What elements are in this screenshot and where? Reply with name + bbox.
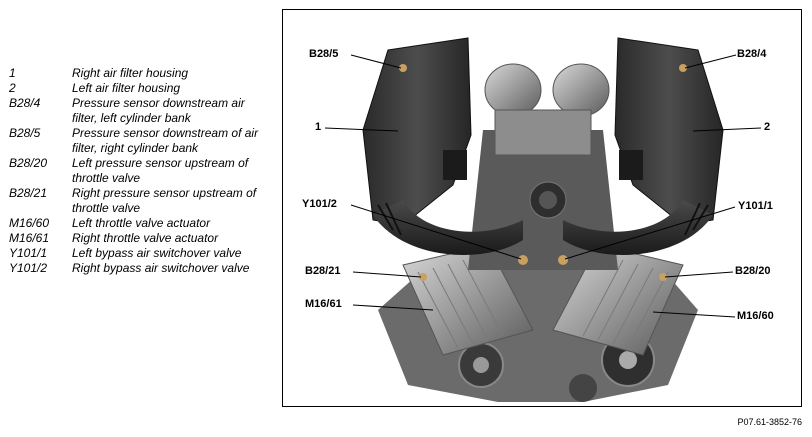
turbocharger-left	[552, 63, 610, 117]
legend-code: Y101/1	[9, 246, 48, 260]
legend-row: B28/4 Pressure sensor downstream air fil…	[9, 96, 271, 126]
legend-row: M16/60 Left throttle valve actuator	[9, 216, 271, 231]
legend-description: Left bypass air switchover valve	[72, 246, 242, 260]
legend-code: B28/21	[9, 186, 48, 200]
intake-duct-right	[373, 200, 523, 255]
leader-lines	[324, 54, 762, 318]
callout-y101-2: Y101/2	[302, 198, 337, 210]
turbocharger-right	[484, 63, 542, 117]
legend-code: B28/5	[9, 126, 41, 140]
legend-code: B28/4	[9, 96, 41, 110]
pulley	[569, 374, 597, 402]
air-filter-housing-left	[614, 37, 724, 226]
legend: 1 Right air filter housing 2 Left air fi…	[9, 66, 271, 276]
callout-b28-4: B28/4	[737, 48, 767, 60]
legend-description: Left air filter housing	[72, 81, 181, 95]
valve-y101-1	[558, 255, 568, 265]
legend-description: Pressure sensor downstream air filter, l…	[72, 96, 245, 125]
legend-row: B28/5 Pressure sensor downstream of air …	[9, 126, 271, 156]
legend-row: 1 Right air filter housing	[9, 66, 271, 81]
pulley-hub	[473, 357, 489, 373]
legend-code: M16/61	[9, 231, 50, 245]
legend-description: Right air filter housing	[72, 66, 189, 80]
legend-code: 1	[9, 66, 16, 80]
callout-1: 1	[315, 121, 322, 133]
callout-b28-20: B28/20	[735, 265, 771, 277]
legend-code: Y101/2	[9, 261, 48, 275]
sensor-b28-20	[659, 273, 667, 281]
callout-b28-5: B28/5	[309, 48, 339, 60]
figure-id: P07.61-3852-76	[737, 417, 802, 427]
legend-code: M16/60	[9, 216, 50, 230]
legend-row: 2 Left air filter housing	[9, 81, 271, 96]
intake-duct-left	[563, 200, 713, 255]
cover-detail	[443, 150, 467, 180]
callout-y101-1: Y101/1	[738, 200, 773, 212]
legend-description: Right pressure sensor upstream of thrott…	[72, 186, 257, 215]
valve-y101-2	[518, 255, 528, 265]
sensor-b28-4	[679, 64, 687, 72]
pulley-hub	[619, 351, 637, 369]
callout-m16-60: M16/60	[737, 310, 774, 322]
legend-code: B28/20	[9, 156, 48, 170]
callout-m16-61: M16/61	[305, 298, 342, 310]
sensor-b28-5	[399, 64, 407, 72]
legend-row: Y101/2 Right bypass air switchover valve	[9, 261, 271, 276]
legend-row: B28/21 Right pressure sensor upstream of…	[9, 186, 271, 216]
legend-description: Left throttle valve actuator	[72, 216, 211, 230]
legend-description: Left pressure sensor upstream of throttl…	[72, 156, 249, 185]
legend-description: Right throttle valve actuator	[72, 231, 219, 245]
air-filter-housing-right	[362, 37, 472, 226]
legend-row: M16/61 Right throttle valve actuator	[9, 231, 271, 246]
legend-description: Right bypass air switchover valve	[72, 261, 250, 275]
engine-figure: B28/5 B28/4 1 2 Y101/2 Y101/1 B28/21 B28…	[282, 9, 802, 407]
legend-code: 2	[9, 81, 16, 95]
intake-manifold	[494, 109, 592, 156]
callout-b28-21: B28/21	[305, 265, 341, 277]
legend-row: Y101/1 Left bypass air switchover valve	[9, 246, 271, 261]
legend-row: B28/20 Left pressure sensor upstream of …	[9, 156, 271, 186]
legend-description: Pressure sensor downstream of air filter…	[72, 126, 259, 155]
engine-illustration	[324, 37, 762, 402]
oil-filler-cap-center	[539, 191, 557, 209]
sensor-b28-21	[419, 273, 427, 281]
callout-2: 2	[764, 121, 771, 133]
cooler-fins	[417, 259, 669, 349]
cover-detail	[619, 150, 643, 180]
